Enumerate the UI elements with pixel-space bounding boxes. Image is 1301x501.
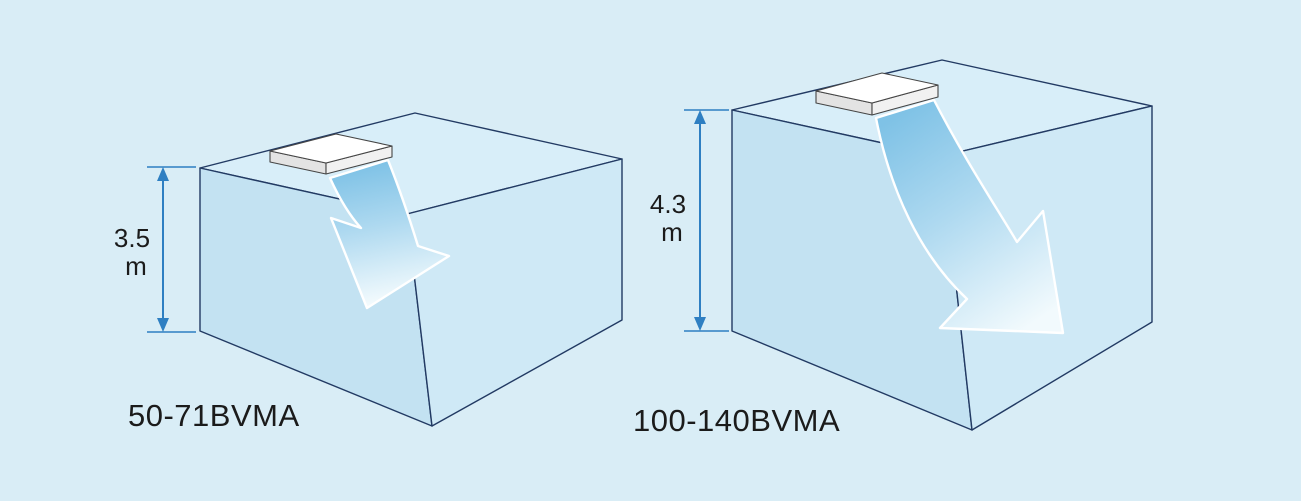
- dimension-arrowhead-down-icon: [157, 318, 169, 332]
- room-diagram-small: 3.5 m 50-71BVMA: [114, 112, 623, 433]
- model-label: 100-140BVMA: [633, 403, 840, 438]
- ceiling-unit-top: [815, 72, 939, 104]
- room-diagram-large: 4.3 m 100-140BVMA: [633, 59, 1153, 438]
- ceiling-unit-top: [269, 133, 393, 164]
- dimension-arrowhead-up-icon: [157, 167, 169, 181]
- height-value: 4.3: [650, 189, 686, 219]
- height-unit: m: [661, 217, 683, 247]
- ceiling-unit-icon: [269, 133, 393, 175]
- dimension-arrowhead-up-icon: [694, 110, 706, 124]
- height-unit: m: [125, 251, 147, 281]
- airflow-arrow-icon: [874, 98, 1065, 335]
- dimension-arrowhead-down-icon: [694, 317, 706, 331]
- height-dimension: 3.5 m: [114, 166, 196, 333]
- ceiling-unit-icon: [815, 72, 939, 116]
- model-label: 50-71BVMA: [128, 398, 300, 433]
- airflow-arrow-icon: [328, 158, 451, 310]
- height-dimension: 4.3 m: [650, 109, 729, 332]
- height-value: 3.5: [114, 223, 150, 253]
- room-right-face: [406, 158, 623, 427]
